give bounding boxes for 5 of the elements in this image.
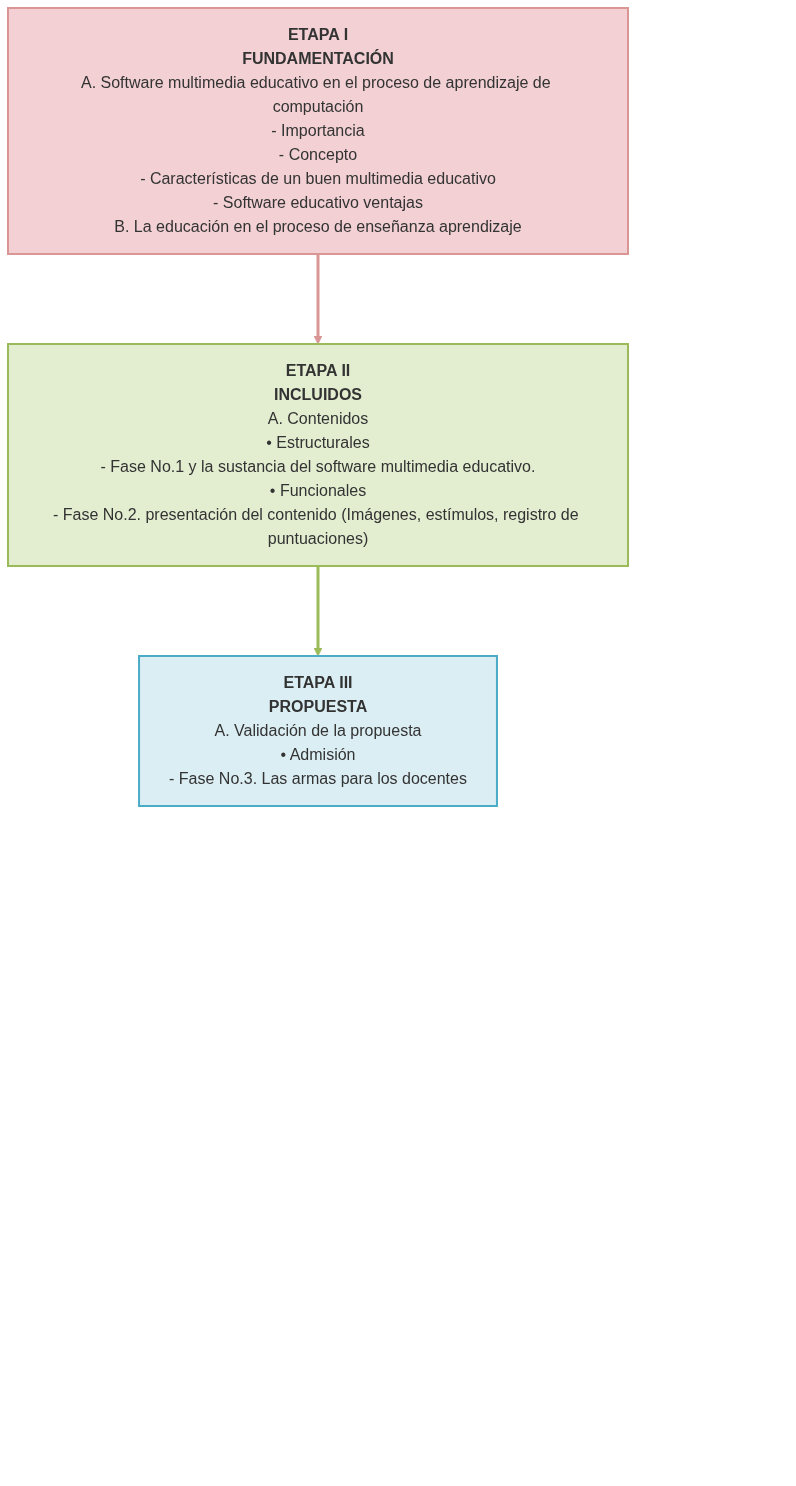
node-box: ETAPA II INCLUIDOS A. Contenidos • Estructurales - Fase No.1 y la sustancia del software multimedia educativo. • Funcionales - Fase No.2. presentación del contenido (Imágenes, estímulos, registro de puntuaciones): [7, 343, 629, 567]
arrow: [313, 566, 323, 657]
node-box: ETAPA I FUNDAMENTACIÓN A. Software multimedia educativo en el proceso de aprendizaje de computación - Importancia - Concepto - Características de un buen multimedia educativo - Software educativo ventajas B. La educación en el proceso de enseñanza aprendizaje: [7, 7, 629, 255]
node-box: ETAPA III PROPUESTA A. Validación de la propuesta • Admisión - Fase No.3. Las armas para los docentes: [138, 655, 498, 807]
arrow: [313, 254, 323, 345]
